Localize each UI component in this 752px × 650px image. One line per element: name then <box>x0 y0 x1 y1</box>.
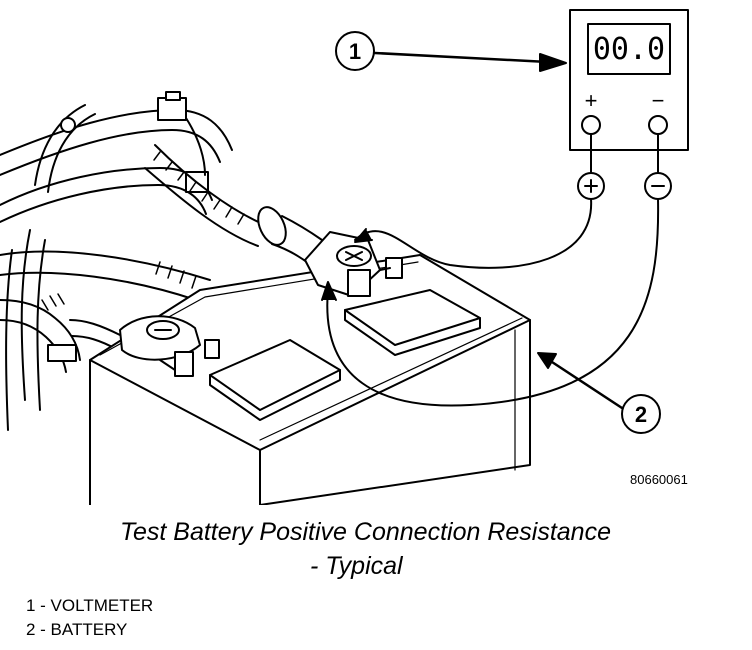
callout-2: 2 <box>537 352 661 434</box>
negative-jack <box>648 115 668 135</box>
legend-item-battery: 2 - BATTERY <box>26 620 128 639</box>
legend: 1 - VOLTMETER 2 - BATTERY <box>26 594 153 642</box>
battery-body <box>89 254 531 505</box>
battery-diagram: 00.0 + − 1 2 <box>0 9 689 505</box>
caption-line-1: Test Battery Positive Connection Resista… <box>120 518 611 546</box>
positive-jack <box>581 115 601 135</box>
voltmeter-reading: 00.0 <box>593 32 665 67</box>
figure-id: 80660061 <box>630 472 688 487</box>
positive-terminal <box>304 231 403 297</box>
voltmeter: 00.0 + − <box>569 9 689 151</box>
negative-label: − <box>652 88 665 113</box>
voltmeter-display <box>587 23 671 75</box>
positive-label: + <box>585 88 598 113</box>
negative-cable <box>0 250 211 373</box>
negative-terminal <box>119 315 220 377</box>
callout-1: 1 <box>335 31 567 72</box>
wiring-harness <box>0 91 323 431</box>
callout-2-number: 2 <box>635 402 647 427</box>
legend-item-voltmeter: 1 - VOLTMETER <box>26 596 154 615</box>
callout-1-number: 1 <box>349 39 361 64</box>
caption-line-2: - Typical <box>310 552 403 580</box>
test-leads <box>321 133 672 407</box>
figure-caption: Test Battery Positive Connection Resista… <box>120 515 740 583</box>
